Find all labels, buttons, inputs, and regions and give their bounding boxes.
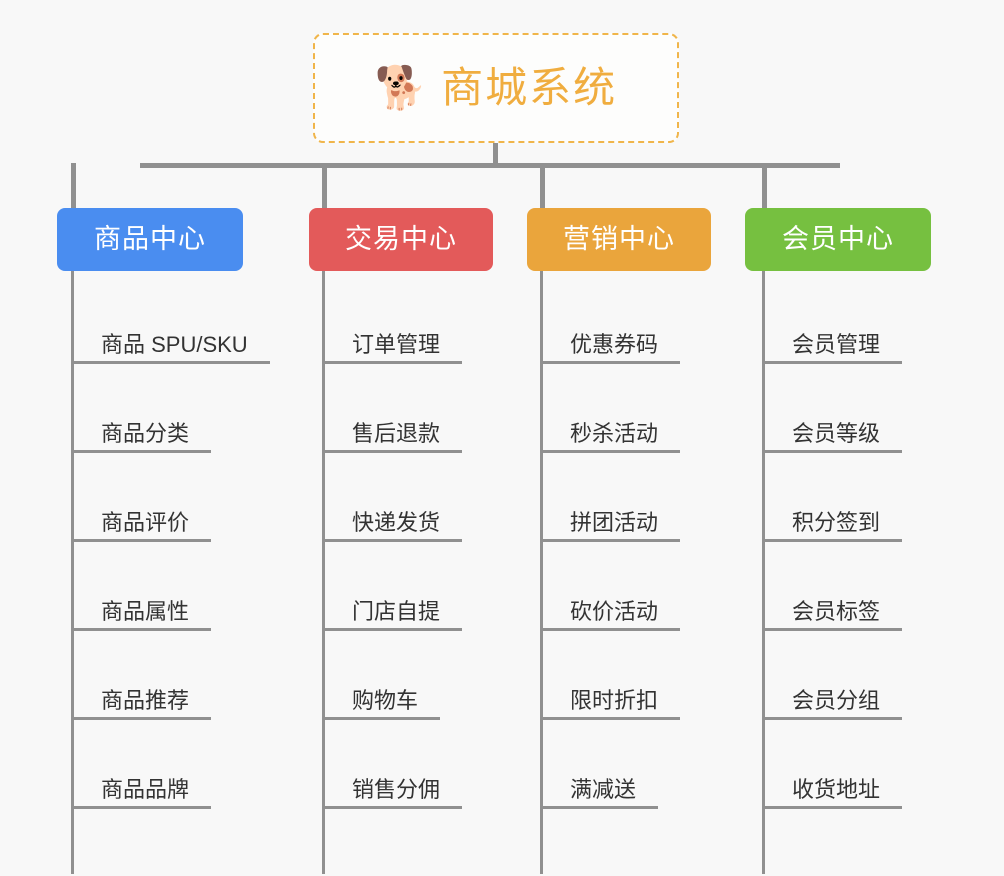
leaf-item-label: 商品 SPU/SKU [101,331,248,357]
column-spine [71,271,74,874]
leaf-item[interactable]: 销售分佣 [322,720,463,809]
category-label: 会员中心 [782,224,894,254]
leaf-item-label: 商品品牌 [101,776,190,802]
shiba-dog-icon: 🐕 [374,64,428,111]
leaf-item[interactable]: 会员标签 [762,542,903,631]
leaf-item[interactable]: 收货地址 [762,720,903,809]
leaf-item[interactable]: 商品评价 [71,453,212,542]
category-marketing-center[interactable]: 营销中心 [527,208,711,271]
leaf-item-label: 满减送 [570,776,637,802]
column-marketing-center: 营销中心优惠券码秒杀活动拼团活动砍价活动限时折扣满减送 [527,208,711,876]
root-node[interactable]: 🐕 商城系统 [313,33,679,143]
leaf-item[interactable]: 商品 SPU/SKU [71,275,270,364]
leaf-item[interactable]: 商品推荐 [71,631,212,720]
drop-connector-trade-center [322,163,327,208]
drop-connector-member-center [762,163,767,208]
drop-connector-product-center [71,163,76,208]
leaf-item[interactable]: 订单管理 [322,275,463,364]
leaf-item-label: 砍价活动 [570,598,659,624]
column-trade-center: 交易中心订单管理售后退款快递发货门店自提购物车销售分佣 [309,208,493,876]
leaf-item-label: 拼团活动 [570,509,659,535]
leaf-item[interactable]: 商品属性 [71,542,212,631]
category-label: 商品中心 [94,224,206,254]
category-trade-center[interactable]: 交易中心 [309,208,493,271]
leaf-item[interactable]: 砍价活动 [540,542,681,631]
category-member-center[interactable]: 会员中心 [745,208,931,271]
leaf-item-label: 快递发货 [352,509,441,535]
column-product-center: 商品中心商品 SPU/SKU 商品分类商品评价商品属性商品推荐商品品牌 [57,208,270,876]
leaf-item-label: 会员等级 [792,420,881,446]
leaf-item-label: 商品分类 [101,420,190,446]
leaf-list-marketing-center: 优惠券码秒杀活动拼团活动砍价活动限时折扣满减送 [527,271,711,876]
leaf-item-label: 销售分佣 [352,776,441,802]
leaf-item[interactable]: 秒杀活动 [540,364,681,453]
category-label: 营销中心 [563,224,675,254]
leaf-item[interactable]: 拼团活动 [540,453,681,542]
leaf-item-label: 商品推荐 [101,687,190,713]
leaf-item[interactable]: 积分签到 [762,453,903,542]
mindmap-canvas: 🐕 商城系统 商品中心商品 SPU/SKU 商品分类商品评价商品属性商品推荐商品品… [57,33,931,874]
leaf-item[interactable]: 会员等级 [762,364,903,453]
leaf-item-label: 商品属性 [101,598,190,624]
leaf-list-trade-center: 订单管理售后退款快递发货门店自提购物车销售分佣 [309,271,493,876]
leaf-item-label: 收货地址 [792,776,881,802]
root-title: 商城系统 [441,64,618,111]
leaf-item[interactable]: 购物车 [322,631,441,720]
leaf-item-label: 秒杀活动 [570,420,659,446]
leaf-item[interactable]: 优惠券码 [540,275,681,364]
leaf-item[interactable]: 限时折扣 [540,631,681,720]
leaf-item-label: 会员分组 [792,687,881,713]
leaf-item[interactable]: 商品品牌 [71,720,212,809]
leaf-item-label: 限时折扣 [570,687,659,713]
column-member-center: 会员中心会员管理会员等级积分签到会员标签会员分组收货地址 [745,208,931,876]
column-spine [322,271,325,874]
leaf-item[interactable]: 满减送 [540,720,659,809]
column-spine [540,271,543,874]
category-label: 交易中心 [345,224,457,254]
leaf-list-product-center: 商品 SPU/SKU 商品分类商品评价商品属性商品推荐商品品牌 [57,271,270,876]
leaf-item-label: 优惠券码 [570,331,659,357]
leaf-item-label: 购物车 [352,687,419,713]
leaf-item[interactable]: 会员管理 [762,275,903,364]
leaf-item-label: 积分签到 [792,509,881,535]
drop-connector-marketing-center [540,163,545,208]
leaf-item-label: 门店自提 [352,598,441,624]
leaf-item[interactable]: 售后退款 [322,364,463,453]
leaf-item[interactable]: 门店自提 [322,542,463,631]
leaf-item-label: 会员标签 [792,598,881,624]
horizontal-bus-connector [140,163,840,168]
leaf-item[interactable]: 快递发货 [322,453,463,542]
leaf-list-member-center: 会员管理会员等级积分签到会员标签会员分组收货地址 [745,271,931,876]
root-stem-connector [493,143,498,166]
category-product-center[interactable]: 商品中心 [57,208,243,271]
leaf-item[interactable]: 会员分组 [762,631,903,720]
leaf-item-label: 订单管理 [352,331,441,357]
leaf-item-label: 会员管理 [792,331,881,357]
column-spine [762,271,765,874]
leaf-item-label: 售后退款 [352,420,441,446]
leaf-item[interactable]: 商品分类 [71,364,212,453]
leaf-item-label: 商品评价 [101,509,190,535]
